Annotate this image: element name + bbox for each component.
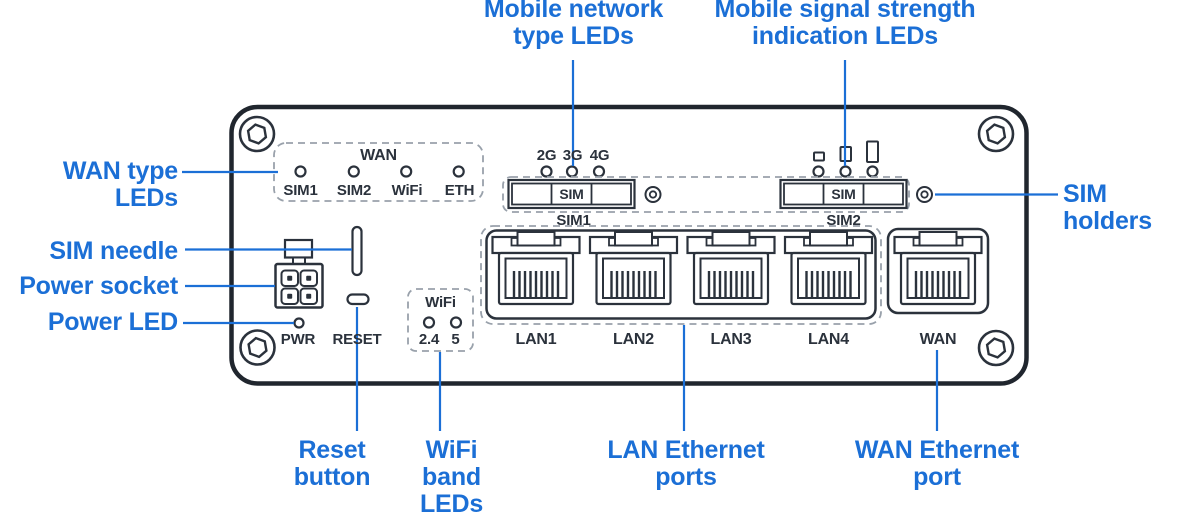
lan3-label: LAN3 (710, 330, 752, 348)
led-2g (540, 165, 553, 178)
sim1-holder (507, 178, 636, 210)
callout-reset-button: Reset button (293, 436, 371, 491)
led-wan-sim2 (347, 165, 360, 178)
led-4g (592, 165, 606, 178)
led-wan-wifi (400, 165, 413, 178)
pwr-label: PWR (280, 331, 316, 348)
led-wan-sim1 (294, 165, 307, 178)
wan-led-label-wifi: WiFi (391, 182, 423, 199)
wan-port-label: WAN (919, 330, 957, 348)
led-power (293, 317, 305, 329)
signal-bar-high-icon (866, 140, 879, 163)
lan1-label: LAN1 (515, 330, 557, 348)
led-3g (565, 165, 579, 178)
wifi-group-title: WiFi (425, 293, 456, 311)
screw-bottom-left-icon (239, 329, 276, 366)
led-wifi-5 (449, 316, 463, 329)
callout-wifi-band-leds: WiFi band LEDs (419, 436, 484, 513)
wan-led-label-sim1: SIM1 (283, 182, 318, 199)
callout-mobile-signal-strength: Mobile signal strength indication LEDs (714, 0, 976, 50)
lan-ports-box (480, 225, 882, 325)
wan-led-label-sim2: SIM2 (336, 182, 372, 199)
led-signal-mid (839, 165, 852, 178)
lan4-port-icon (783, 230, 874, 306)
callout-sim-holders: SIM holders (1063, 180, 1152, 235)
screw-top-right-icon (977, 115, 1015, 153)
callout-wan-ethernet-port: WAN Ethernet port (854, 436, 1020, 491)
reset-button (346, 293, 370, 306)
sim-holders-box (502, 176, 910, 213)
signal-bar-low-icon (813, 151, 825, 162)
wan-led-group-title: WAN (360, 147, 397, 164)
screw-bottom-right-icon (977, 329, 1015, 367)
screw-top-left-icon (238, 115, 276, 153)
sim2-slot-text: SIM (831, 186, 856, 202)
sim1-slot-text: SIM (559, 186, 584, 202)
lan4-label: LAN4 (808, 330, 849, 348)
callout-power-led: Power LED (47, 308, 178, 336)
sim1-eject-button (644, 186, 662, 203)
sim-needle (351, 225, 363, 277)
led-signal-high (866, 165, 879, 178)
lan1-port-icon (491, 230, 581, 306)
wan-port-icon (893, 230, 983, 306)
sim1-label: SIM1 (556, 211, 591, 229)
reset-label: RESET (332, 331, 382, 348)
sim2-label: SIM2 (826, 211, 861, 229)
lan3-port-icon (686, 230, 776, 306)
callout-mobile-network-type: Mobile network type LEDs (483, 0, 664, 50)
network-type-label-3g: 3G (562, 147, 583, 164)
callout-lan-ethernet-ports: LAN Ethernet ports (607, 436, 765, 491)
callout-wan-type-leds: WAN type LEDs (62, 157, 178, 212)
lan2-label: LAN2 (613, 330, 654, 348)
wifi-band-label-5: 5 (451, 331, 460, 348)
led-signal-low (812, 165, 825, 178)
wan-led-label-eth: ETH (444, 182, 475, 199)
sim2-holder (779, 178, 908, 210)
lan-ports-frame (485, 229, 877, 320)
wifi-led-group-box (407, 288, 474, 352)
network-type-label-4g: 4G (589, 147, 610, 164)
sim2-eject-button (916, 186, 933, 203)
power-socket (274, 238, 324, 309)
network-type-label-2g: 2G (536, 147, 557, 164)
led-wifi-24 (422, 316, 436, 329)
lan2-port-icon (588, 230, 679, 306)
wifi-band-label-24: 2.4 (418, 331, 440, 348)
callout-power-socket: Power socket (19, 271, 178, 300)
callout-sim-needle: SIM needle (49, 237, 178, 265)
led-wan-eth (452, 165, 465, 178)
wan-led-group-box (273, 142, 484, 202)
